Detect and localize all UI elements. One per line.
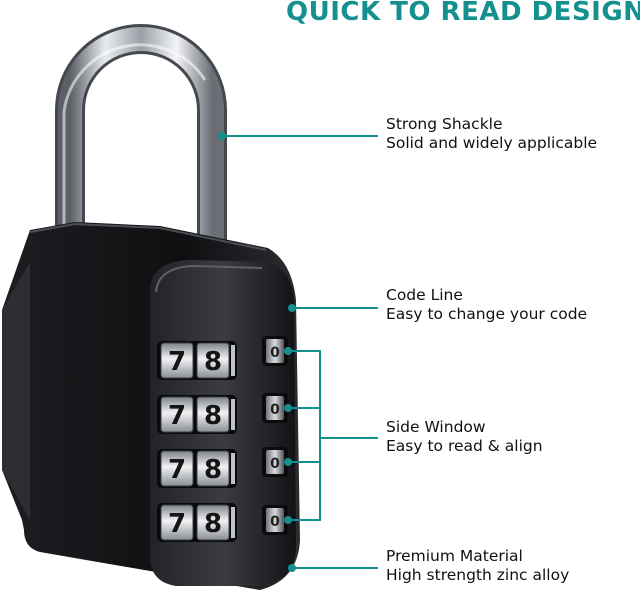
dial-wheel-left[interactable] bbox=[160, 396, 194, 433]
callout-title: Code Line bbox=[386, 286, 463, 304]
dial-wheel-right[interactable] bbox=[196, 396, 230, 433]
callout-subtitle: Easy to change your code bbox=[386, 305, 588, 323]
shackle bbox=[55, 24, 227, 258]
callout-subtitle: Easy to read & align bbox=[386, 437, 543, 455]
dial-digit-right: 8 bbox=[204, 455, 222, 485]
side-dial bbox=[266, 339, 284, 363]
callout-title: Side Window bbox=[386, 418, 486, 436]
dial-digit-right: 8 bbox=[204, 347, 222, 377]
side-window[interactable]: 0 bbox=[262, 447, 288, 477]
side-dial bbox=[266, 396, 284, 420]
dial-wheel-right[interactable] bbox=[196, 450, 230, 487]
dial-digit-left: 7 bbox=[168, 455, 186, 485]
side-window[interactable]: 0 bbox=[262, 336, 288, 366]
side-dial-digit: 0 bbox=[270, 456, 280, 472]
side-window[interactable]: 0 bbox=[262, 393, 288, 423]
dial-wheel-left[interactable] bbox=[160, 504, 194, 541]
headline: QUICK TO READ DESIGN bbox=[286, 0, 640, 27]
callout-subtitle: High strength zinc alloy bbox=[386, 566, 570, 584]
callout-code-line: Code Line Easy to change your code bbox=[386, 286, 587, 324]
dial-ridge bbox=[231, 399, 235, 430]
dial-wheel-right[interactable] bbox=[196, 504, 230, 541]
callout-premium-material: Premium Material High strength zinc allo… bbox=[386, 547, 569, 585]
callout-strong-shackle: Strong Shackle Solid and widely applicab… bbox=[386, 115, 597, 153]
callout-title: Strong Shackle bbox=[386, 115, 503, 133]
dial-wheel-left[interactable] bbox=[160, 450, 194, 487]
dial-wheel-left[interactable] bbox=[160, 342, 194, 379]
side-windows: 0 0 0 0 bbox=[262, 336, 288, 535]
dial-wheel-right[interactable] bbox=[196, 342, 230, 379]
callout-dots bbox=[218, 132, 296, 572]
dial-digit-left: 7 bbox=[168, 509, 186, 539]
side-dial bbox=[266, 508, 284, 532]
dial-ridge bbox=[231, 345, 235, 376]
side-dial-digit: 0 bbox=[270, 402, 280, 418]
callout-side-window: Side Window Easy to read & align bbox=[386, 418, 543, 456]
dial-digit-right: 8 bbox=[204, 509, 222, 539]
dial-digit-right: 8 bbox=[204, 401, 222, 431]
callout-title: Premium Material bbox=[386, 547, 523, 565]
dial-ridge bbox=[231, 453, 235, 484]
side-dial bbox=[266, 450, 284, 474]
side-window[interactable]: 0 bbox=[262, 505, 288, 535]
callout-subtitle: Solid and widely applicable bbox=[386, 134, 598, 152]
dial-ridge bbox=[231, 507, 235, 538]
dial-digit-left: 7 bbox=[168, 347, 186, 377]
dial-digit-left: 7 bbox=[168, 401, 186, 431]
side-dial-digit: 0 bbox=[270, 514, 280, 530]
lock-body bbox=[2, 222, 300, 590]
callout-lines bbox=[222, 135, 378, 569]
side-dial-digit: 0 bbox=[270, 345, 280, 361]
